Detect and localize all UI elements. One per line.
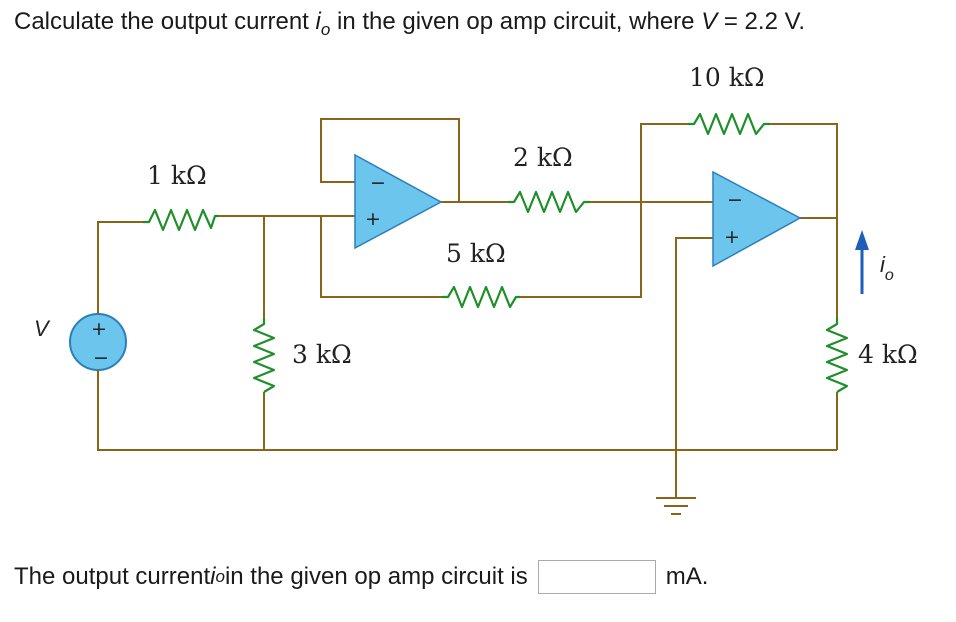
question-suffix: = 2.2 V. xyxy=(717,8,806,35)
wire-5k-loop xyxy=(320,216,442,298)
answer-var-symbol: i xyxy=(210,563,216,590)
wire-follower-loop xyxy=(320,118,460,202)
question-text: Calculate the output current io in the g… xyxy=(14,8,805,40)
resistor-4k: 4 kΩ xyxy=(825,318,918,393)
question-v-symbol: V xyxy=(701,8,718,35)
current-arrow-icon xyxy=(855,230,869,294)
resistor-2k: 2 kΩ xyxy=(508,143,590,214)
question-middle: in the given op amp circuit, where xyxy=(330,8,702,35)
wire-ground-plus xyxy=(675,237,713,498)
opamp-2-plus: + xyxy=(724,226,740,248)
question-var-symbol: i xyxy=(315,8,321,35)
wire-fb-left xyxy=(640,123,688,202)
wire-left-bottom xyxy=(97,372,837,451)
opamp-2-minus: − xyxy=(727,189,743,211)
voltage-source: + − V xyxy=(34,313,127,371)
resistor-1k-label: 1 kΩ xyxy=(147,161,207,190)
answer-unit: mA. xyxy=(665,563,709,590)
resistor-10k: 10 kΩ xyxy=(688,63,770,136)
opamp-1-minus: − xyxy=(370,172,386,194)
wires xyxy=(97,118,838,498)
question-prefix: Calculate the output current xyxy=(14,8,316,35)
wire-fb-right xyxy=(770,123,838,218)
question-var-sub: o xyxy=(320,19,331,39)
resistor-4k-label: 4 kΩ xyxy=(858,340,918,369)
ground-icon xyxy=(656,497,696,515)
answer-middle: in the given op amp circuit is xyxy=(224,563,528,590)
resistor-1k: 1 kΩ xyxy=(143,161,219,232)
resistor-5k-label: 5 kΩ xyxy=(446,239,506,268)
source-label: V xyxy=(34,316,51,341)
resistor-10k-label: 10 kΩ xyxy=(689,63,765,92)
resistor-2k-label: 2 kΩ xyxy=(513,143,573,172)
source-minus: − xyxy=(93,347,109,369)
opamp-1-plus: + xyxy=(365,208,381,230)
source-plus: + xyxy=(91,318,107,340)
answer-prefix: The output current xyxy=(14,563,211,590)
answer-input[interactable] xyxy=(537,560,656,594)
resistor-3k: 3 kΩ xyxy=(252,318,352,393)
opamp-2: − + xyxy=(712,170,802,268)
current-label: io xyxy=(880,252,894,284)
answer-var-sub: o xyxy=(215,567,225,586)
resistor-5k: 5 kΩ xyxy=(442,239,520,309)
opamp-1: − + xyxy=(354,153,443,250)
resistor-3k-label: 3 kΩ xyxy=(292,340,352,369)
wire-5k-right xyxy=(520,202,642,298)
